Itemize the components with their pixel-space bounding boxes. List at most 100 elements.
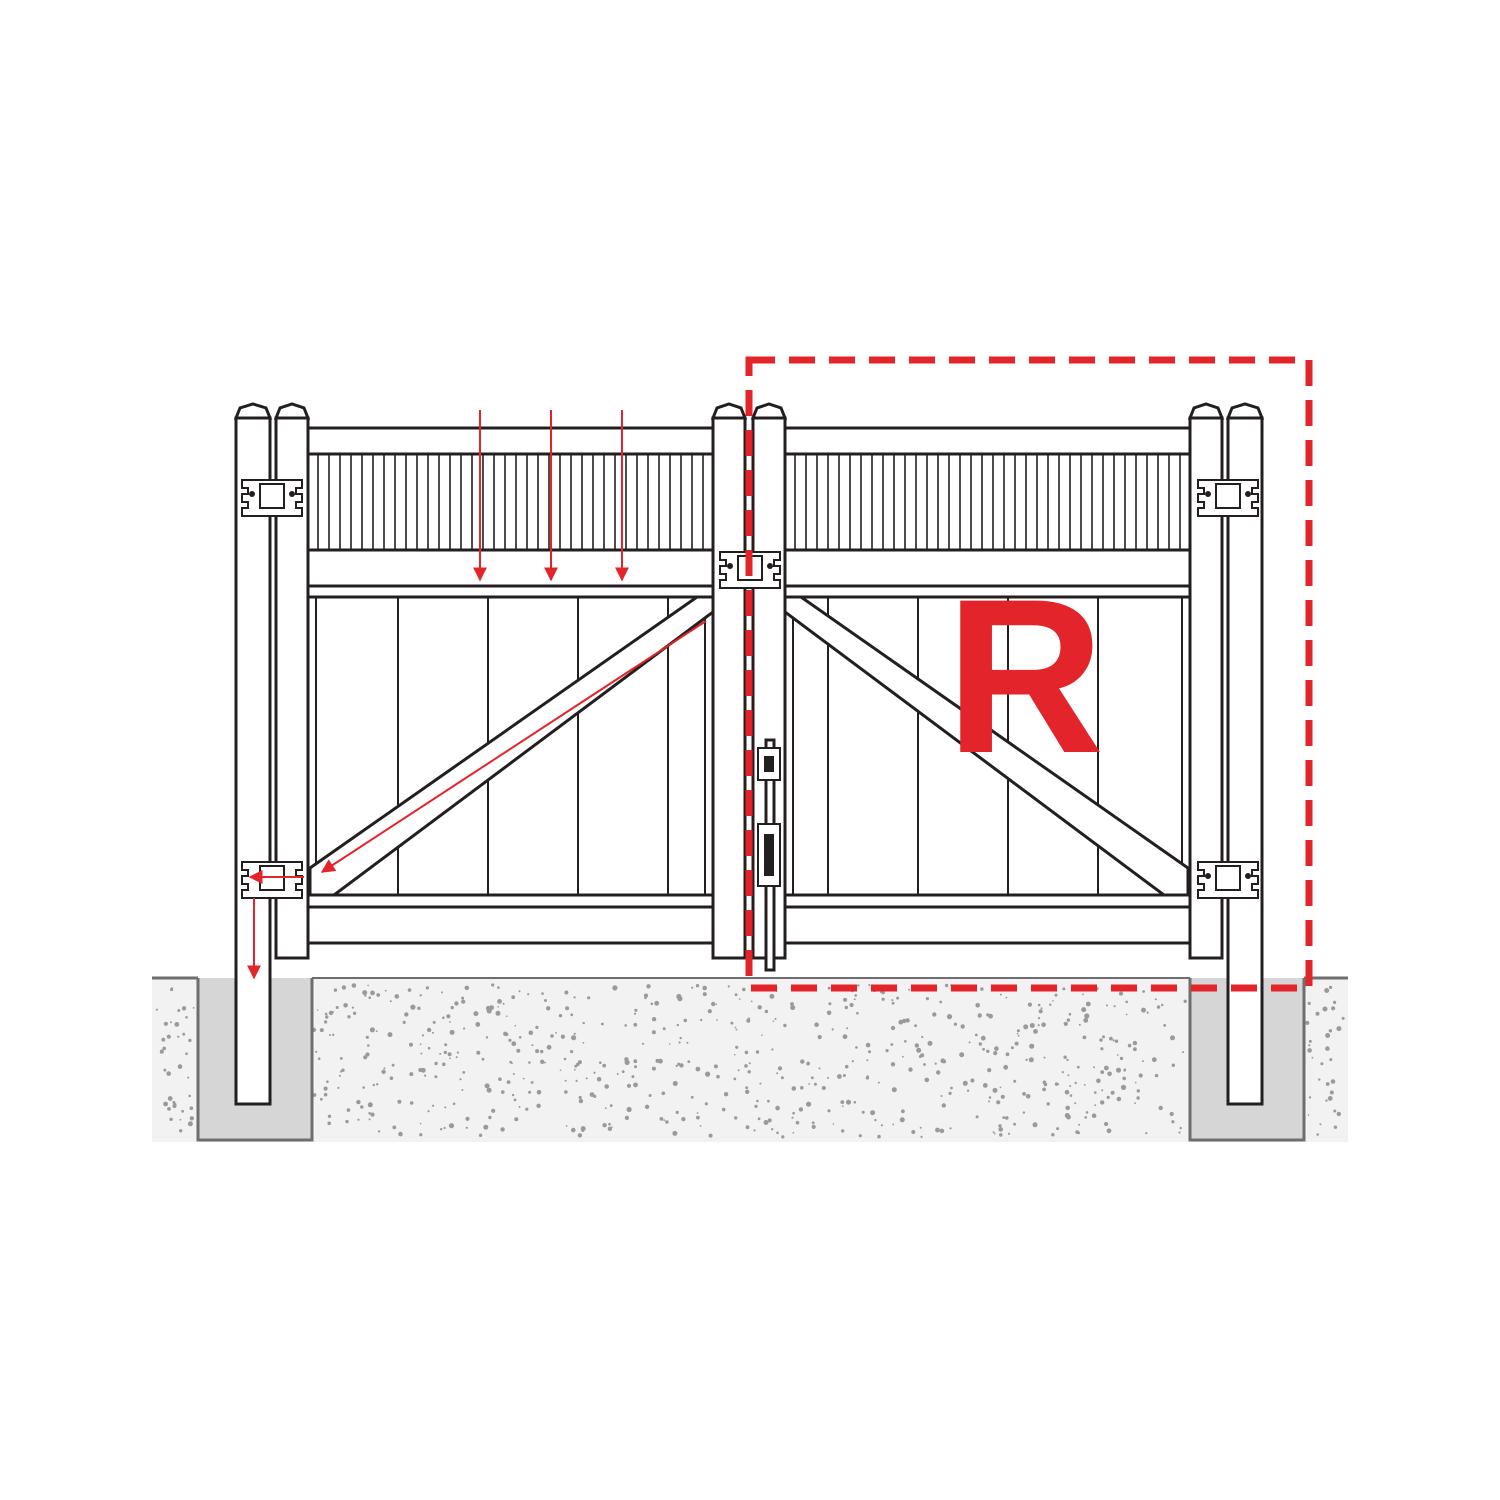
gravel-dot <box>865 1076 870 1080</box>
gravel-dot <box>842 1034 848 1040</box>
gravel-dot <box>571 1035 577 1041</box>
gravel-dot <box>1046 1102 1050 1106</box>
gravel-dot <box>454 1001 459 1006</box>
gravel-dot <box>1329 1090 1334 1095</box>
gravel-dot <box>345 1119 349 1124</box>
gravel-dot <box>546 1044 552 1050</box>
gravel-dot <box>343 1003 348 1008</box>
gravel-dot <box>754 1104 758 1108</box>
highlight-box <box>745 356 1313 992</box>
gravel-dot <box>540 1059 545 1065</box>
gravel-dot <box>1106 1095 1110 1099</box>
gravel-dot <box>1100 1047 1104 1051</box>
gravel-dot <box>528 1030 534 1036</box>
gravel-dot <box>977 1013 982 1017</box>
gravel-dot <box>570 1013 574 1017</box>
gravel-dot <box>508 1038 512 1042</box>
gravel-dot <box>634 1065 637 1069</box>
gravel-dot <box>745 1089 750 1095</box>
gravel-dot <box>646 984 651 989</box>
gravel-dot <box>540 1049 544 1054</box>
gravel-dot <box>708 1133 713 1138</box>
gravel-dot <box>1016 1032 1019 1035</box>
gravel-dot <box>505 1032 509 1037</box>
gravel-dot <box>857 984 860 987</box>
gravel-dot <box>1017 1034 1020 1037</box>
gravel-dot <box>351 1006 354 1009</box>
gravel-dot <box>1158 1105 1163 1111</box>
gravel-dot <box>518 1036 522 1039</box>
gravel-dot <box>525 1107 529 1111</box>
gravel-dot <box>811 1121 815 1125</box>
gravel-dot <box>185 1016 188 1019</box>
gravel-dot <box>325 1015 329 1019</box>
gravel-dot <box>790 1002 794 1006</box>
gravel-dot <box>1116 1067 1121 1073</box>
gravel-dot <box>866 1059 869 1062</box>
gravel-dot <box>442 1062 446 1067</box>
gravel-dot <box>727 985 730 988</box>
gravel-dot <box>1311 1056 1314 1059</box>
gravel-dot <box>476 1050 481 1055</box>
gravel-dot <box>340 1070 343 1073</box>
gravel-dot <box>1307 1114 1310 1116</box>
gravel-dot <box>341 985 347 990</box>
gravel-dot <box>1007 1132 1011 1135</box>
gravel-dot <box>182 1006 187 1010</box>
gravel-dot <box>1005 996 1008 999</box>
gravel-dot <box>1063 1022 1066 1025</box>
gravel-dot <box>316 1009 319 1011</box>
gravel-dot <box>402 1020 406 1024</box>
gravel-dot <box>1040 1007 1043 1010</box>
gravel-dot <box>1154 1073 1159 1078</box>
gravel-dot <box>1110 1090 1115 1095</box>
gravel-dot <box>335 1006 339 1009</box>
gravel-dot <box>742 987 746 992</box>
gravel-dot <box>901 1109 905 1114</box>
gravel-dot <box>410 1004 416 1010</box>
gravel-dot <box>982 1083 988 1088</box>
gravel-dot <box>486 1087 492 1093</box>
gravel-dot <box>844 1005 848 1010</box>
gravel-dot <box>735 1045 739 1049</box>
right-gate-panel <box>783 426 1192 945</box>
gravel-dot <box>1042 1087 1046 1092</box>
callout-letter: R <box>946 553 1105 799</box>
gravel-dot <box>333 988 338 992</box>
gravel-dot <box>737 1069 740 1072</box>
gravel-dot <box>375 1030 378 1033</box>
gravel-dot <box>896 996 900 1000</box>
gravel-dot <box>1127 1043 1132 1048</box>
gravel-dot <box>745 1086 749 1090</box>
gravel-dot <box>651 1030 656 1035</box>
gravel-dot <box>890 1025 896 1031</box>
gravel-dot <box>808 1083 810 1085</box>
gravel-dot <box>734 1026 737 1029</box>
gravel-dot <box>1013 1122 1016 1126</box>
gravel-dot <box>1043 1056 1046 1059</box>
gravel-dot <box>444 1043 448 1047</box>
gravel-dot <box>564 990 569 995</box>
left-gate-latch-stile <box>710 402 748 960</box>
gravel-dot <box>641 1042 645 1045</box>
gravel-dot <box>189 1116 194 1121</box>
gravel-dot <box>744 1064 748 1068</box>
gravel-dot <box>828 1002 832 1006</box>
gravel-dot <box>904 1040 907 1043</box>
gravel-dot <box>1316 1133 1319 1136</box>
gravel-dot <box>811 1124 816 1129</box>
gravel-dot <box>899 1117 905 1123</box>
gravel-dot <box>843 997 848 1002</box>
left-bottom-rail <box>306 893 715 909</box>
gravel-dot <box>363 1055 368 1060</box>
gravel-dot <box>328 1010 334 1016</box>
gravel-dot <box>744 1050 749 1055</box>
gravel-dot <box>966 1089 970 1092</box>
right-bottom-rail-2 <box>783 905 1192 945</box>
gravel-dot <box>1094 1091 1097 1094</box>
gravel-dot <box>1120 1084 1127 1090</box>
gravel-dot <box>381 1069 386 1075</box>
gravel-dot <box>777 1066 783 1071</box>
gravel-dot <box>442 1016 445 1020</box>
gravel-dot <box>661 1091 666 1096</box>
